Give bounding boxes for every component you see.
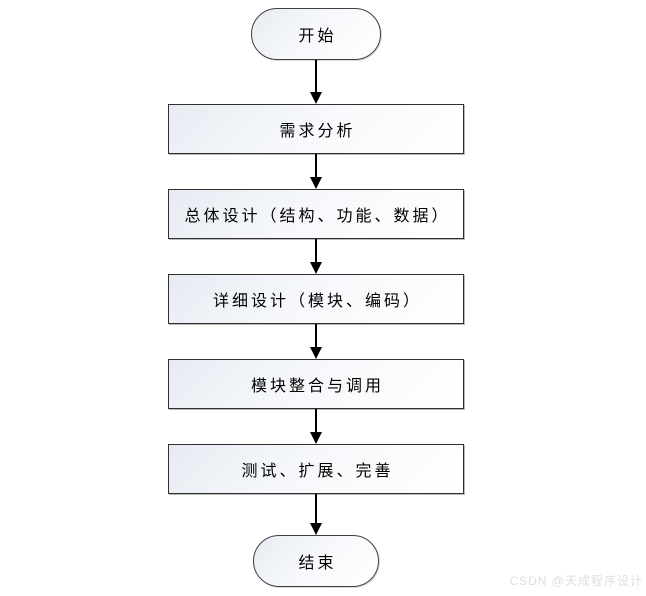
csdn-watermark: CSDN @天成程序设计	[509, 574, 643, 588]
node-label-requirements-analysis: 需求分析	[279, 123, 356, 140]
node-label-start: 开始	[298, 28, 337, 45]
flowchart-node-requirements-analysis: 需求分析	[168, 104, 464, 154]
flowchart-node-module-integration: 模块整合与调用	[168, 359, 464, 409]
flowchart-node-end: 结束	[253, 535, 379, 587]
flow-arrow-testing-to-end	[309, 494, 322, 535]
node-label-end: 结束	[298, 555, 337, 572]
node-label-test-extend-improve: 测试、扩展、完善	[241, 463, 394, 480]
node-label-module-integration: 模块整合与调用	[250, 378, 384, 395]
node-label-overall-design: 总体设计（结构、功能、数据）	[184, 208, 451, 225]
flow-arrow-overall-to-detailed-design	[309, 239, 322, 274]
flow-arrow-start-to-requirements	[309, 60, 322, 104]
flow-arrow-detailed-to-module-integration	[309, 324, 322, 359]
node-label-detailed-design: 详细设计（模块、编码）	[212, 293, 422, 310]
flowchart-node-detailed-design: 详细设计（模块、编码）	[168, 274, 464, 324]
flowchart-node-overall-design: 总体设计（结构、功能、数据）	[168, 189, 464, 239]
flow-arrow-integration-to-testing	[309, 409, 322, 444]
flowchart-node-start: 开始	[251, 8, 381, 60]
flow-arrow-requirements-to-overall-design	[309, 154, 322, 189]
flowchart-node-test-extend-improve: 测试、扩展、完善	[168, 444, 464, 494]
